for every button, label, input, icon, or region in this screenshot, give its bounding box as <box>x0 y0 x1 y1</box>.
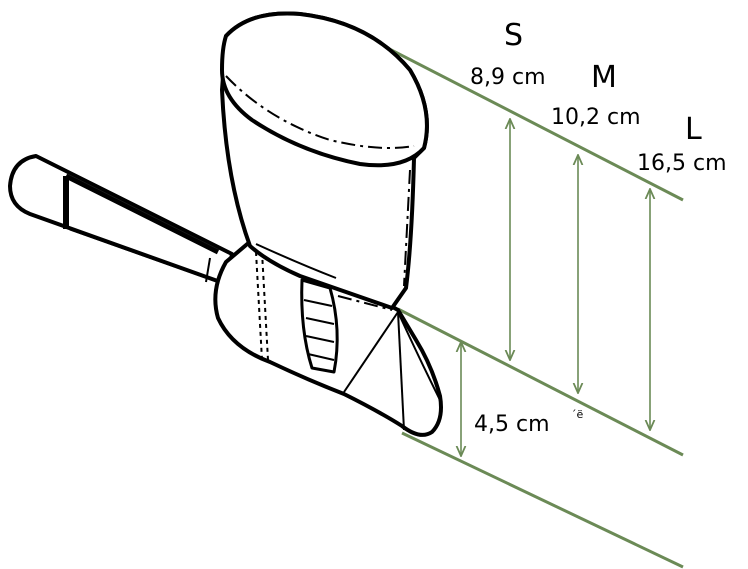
upper-cup <box>220 11 429 310</box>
size-labels: S 8,9 cm M 10,2 cm L 16,5 cm 4,5 cm ´ë <box>470 18 727 437</box>
lower-measure: 4,5 cm <box>474 412 550 437</box>
size-measure-s: 8,9 cm <box>470 65 546 90</box>
lower-section <box>213 238 443 437</box>
guide-line-middle <box>397 307 684 457</box>
strap <box>8 154 234 286</box>
guide-lines <box>371 38 684 569</box>
size-measure-m: 10,2 cm <box>551 105 641 130</box>
size-measure-l: 16,5 cm <box>637 151 727 176</box>
stray-mark: ´ë <box>571 408 584 421</box>
size-letter-l: L <box>685 112 702 147</box>
size-letter-m: M <box>591 60 617 95</box>
product-drawing <box>8 11 443 437</box>
dimension-arrows <box>461 119 650 456</box>
guide-line-bottom <box>401 431 684 569</box>
guide-line-top <box>371 38 684 202</box>
size-letter-s: S <box>504 18 523 53</box>
